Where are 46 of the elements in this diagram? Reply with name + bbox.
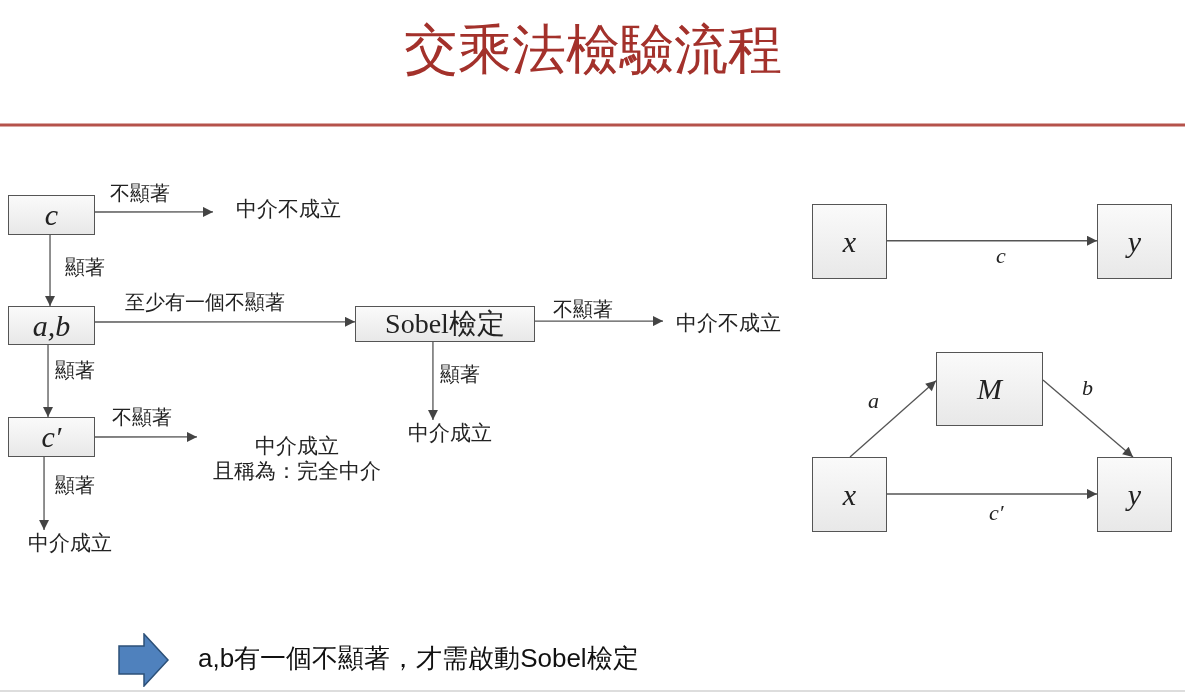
edge-label: 不顯著: [112, 407, 172, 427]
variable-label: c′: [41, 422, 62, 452]
variable-box: [812, 457, 887, 532]
edge-label: 顯著: [65, 257, 105, 277]
arrow: [45, 234, 55, 307]
variable-label: x: [842, 479, 857, 510]
arrow: [886, 489, 1098, 499]
test-label: Sobel檢定: [385, 310, 505, 338]
arrow: [1042, 379, 1134, 458]
edge-label: 顯著: [55, 475, 95, 495]
result-text: 中介不成立: [235, 196, 341, 222]
arrow: [94, 316, 356, 327]
result-text: 中介成立: [408, 420, 492, 446]
variable-label: c: [44, 200, 59, 230]
result-text: 中介成立: [28, 530, 112, 556]
note-text: a,b有一個不顯著，才需啟動Sobel檢定: [198, 643, 639, 675]
arrow: [94, 431, 198, 442]
edge-label: 顯著: [55, 360, 95, 380]
variable-box: [1097, 204, 1172, 279]
edge-label: 不顯著: [553, 299, 613, 319]
arrow: [849, 380, 937, 458]
title: 交乘法檢驗流程: [402, 19, 783, 82]
edge-label: 不顯著: [110, 183, 170, 203]
edge-label: 至少有一個不顯著: [125, 292, 285, 312]
edge-label: 顯著: [440, 364, 480, 384]
variable-label: M: [977, 374, 1002, 404]
result-text: 且稱為：完全中介: [213, 458, 381, 484]
variable-box: [812, 204, 887, 279]
arrow: [94, 206, 214, 217]
variable-label: a,b: [32, 310, 71, 341]
variable-label: x: [842, 226, 857, 257]
result-text: 中介不成立: [675, 310, 781, 336]
variable-box: [8, 195, 95, 235]
variable-box: [8, 306, 95, 345]
arrow: [534, 316, 664, 327]
arrow: [43, 344, 53, 418]
arrow: [39, 456, 50, 531]
variable-box: [1097, 457, 1172, 532]
variable-box: [936, 352, 1043, 426]
arrow: [427, 341, 438, 421]
test-box: [355, 306, 535, 342]
result-text: 中介成立: [255, 433, 339, 459]
variable-label: y: [1127, 226, 1142, 257]
variable-box: [8, 417, 95, 457]
arrow: [886, 235, 1098, 246]
variable-label: y: [1127, 479, 1142, 510]
